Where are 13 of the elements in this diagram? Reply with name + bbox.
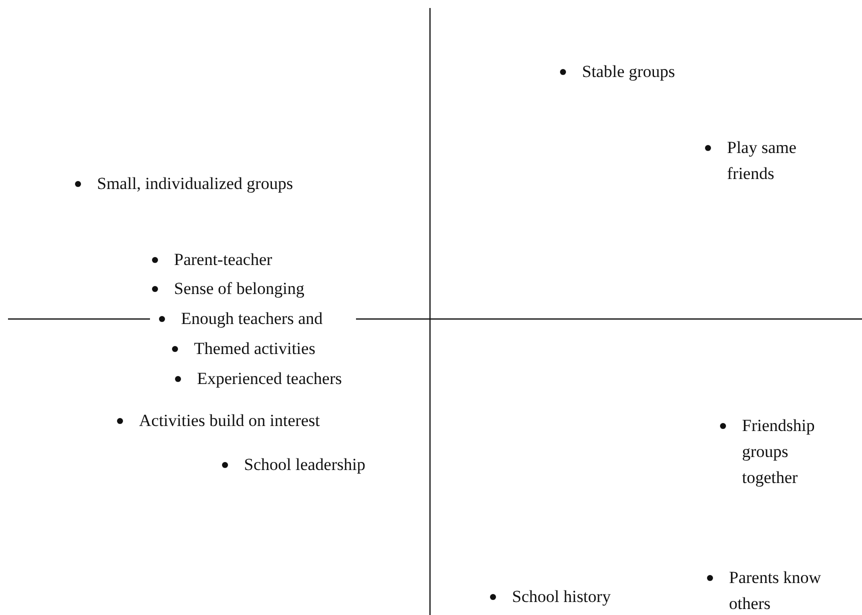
bullet-text: Play same friends xyxy=(727,137,798,185)
bullet-text: Parent-teacher xyxy=(174,249,272,271)
bullet-text: School history xyxy=(512,586,611,608)
bullet-text: Themed activities xyxy=(194,338,316,360)
bullet-text: Experienced teachers xyxy=(197,368,342,390)
bullet-text: Stable groups xyxy=(582,61,676,83)
bullet-text: Parents know others xyxy=(729,567,822,615)
bullet-text: School leadership xyxy=(244,454,366,476)
bullet-text: Enough teachers and xyxy=(181,308,323,330)
bullet-text: Small, individualized groups xyxy=(97,173,293,195)
bullet-text: Activities build on interest xyxy=(139,410,320,432)
bullet-text: Sense of belonging xyxy=(174,278,304,300)
bullet-text: Friendship groups together xyxy=(742,415,816,489)
